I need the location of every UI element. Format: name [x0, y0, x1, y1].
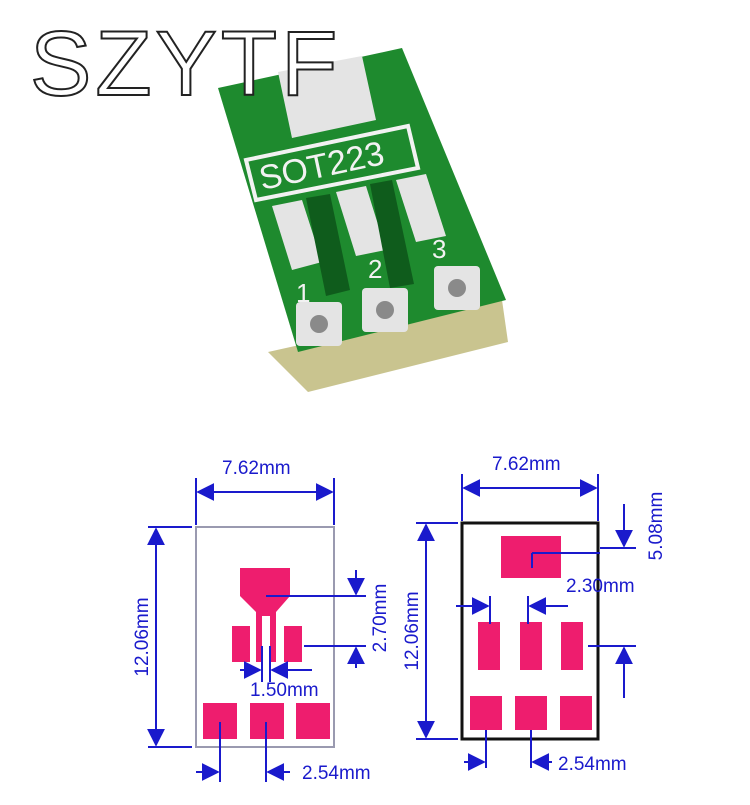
left-width-label: 7.62mm	[222, 458, 291, 479]
dimension-labels: 7.62mm 12.06mm 2.70mm 1.50mm 2.54mm 7.62…	[132, 454, 667, 784]
left-tab-pad	[240, 568, 290, 662]
right-gap-label: 2.30mm	[566, 576, 635, 597]
watermark: SZYTF	[29, 13, 342, 115]
pcb-hole-1	[310, 315, 328, 333]
pcb-board-edge	[268, 300, 508, 392]
dimension-lines	[147, 474, 636, 782]
left-height-label: 12.06mm	[132, 597, 153, 676]
left-small-pad-2	[284, 626, 302, 662]
right-pad-1	[470, 696, 502, 730]
right-pad-2	[515, 696, 547, 730]
left-pad-3	[296, 703, 330, 739]
left-tab-label: 2.70mm	[370, 584, 391, 653]
pcb-board: SOT223 1 2 3	[218, 48, 508, 392]
pcb-trace-2	[370, 180, 414, 288]
right-tab-label: 5.08mm	[646, 492, 667, 561]
pcb-tab-pad	[278, 56, 376, 138]
right-mid-pad-1	[478, 622, 500, 670]
left-small-pad-1	[232, 626, 250, 662]
right-height-label: 12.06mm	[402, 591, 423, 670]
pcb-silkscreen-box	[243, 123, 421, 203]
pcb-pad-strip-3	[396, 174, 446, 242]
pcb-hole-3	[448, 279, 466, 297]
pcb-pin-label-1: 1	[296, 278, 310, 308]
pcb-pad-strip-1	[272, 200, 322, 270]
pcb-trace-1	[306, 194, 350, 296]
left-pitch-label: 2.54mm	[302, 763, 371, 784]
right-mid-pad-2	[520, 622, 542, 670]
right-pad-3	[560, 696, 592, 730]
left-gap-label: 1.50mm	[250, 680, 319, 701]
pcb-pin-label-2: 2	[368, 254, 382, 284]
pcb-hole-2	[376, 301, 394, 319]
right-footprint	[460, 521, 600, 741]
right-width-label: 7.62mm	[492, 454, 561, 475]
left-footprint	[195, 526, 335, 748]
right-mid-pad-3	[561, 622, 583, 670]
pcb-pad-strip-2	[336, 186, 386, 256]
pcb-pin-label-3: 3	[432, 234, 446, 264]
right-pitch-label: 2.54mm	[558, 754, 627, 775]
